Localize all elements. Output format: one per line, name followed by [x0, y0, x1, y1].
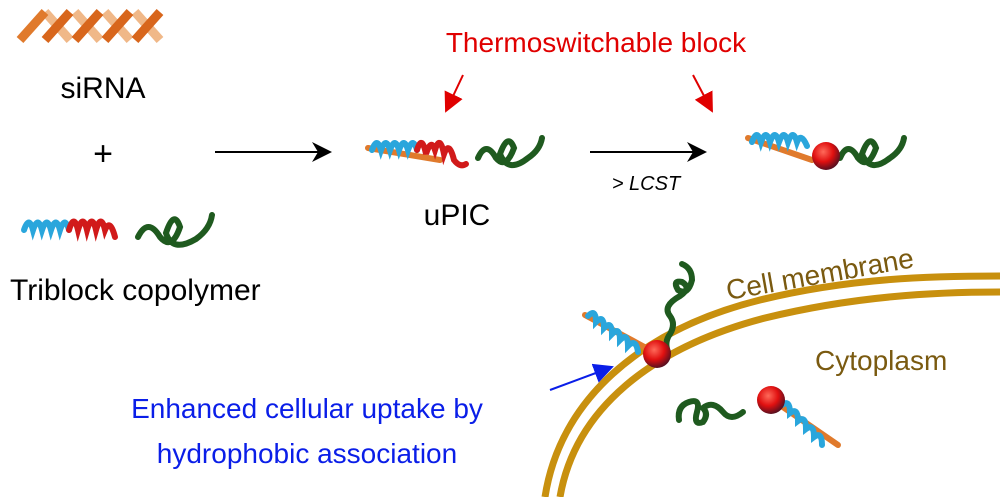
uptake-label-line2: hydrophobic association [157, 438, 457, 469]
thermo-arrow-right [692, 74, 713, 113]
sirna-label: siRNA [60, 72, 145, 105]
triblock-label: Triblock copolymer [10, 274, 261, 307]
triblock-copolymer-icon [21, 212, 215, 248]
upic-membrane-bound-icon [582, 261, 696, 368]
thermoswitchable-label: Thermoswitchable block [446, 27, 747, 58]
thermo-arrow-left [444, 74, 464, 113]
upic-label: uPIC [424, 199, 491, 232]
uptake-label-line1: Enhanced cellular uptake by [131, 393, 483, 424]
upic-complex-icon [365, 135, 545, 169]
cytoplasm-label: Cytoplasm [815, 345, 947, 376]
upic-internalized-icon [675, 386, 841, 448]
upic-collapsed-icon [745, 132, 907, 170]
cell-membrane [541, 272, 1000, 497]
plus-sign: + [93, 135, 113, 173]
lcst-label: > LCST [612, 173, 682, 195]
sirna-icon [16, 9, 164, 43]
uptake-arrow [549, 363, 614, 391]
